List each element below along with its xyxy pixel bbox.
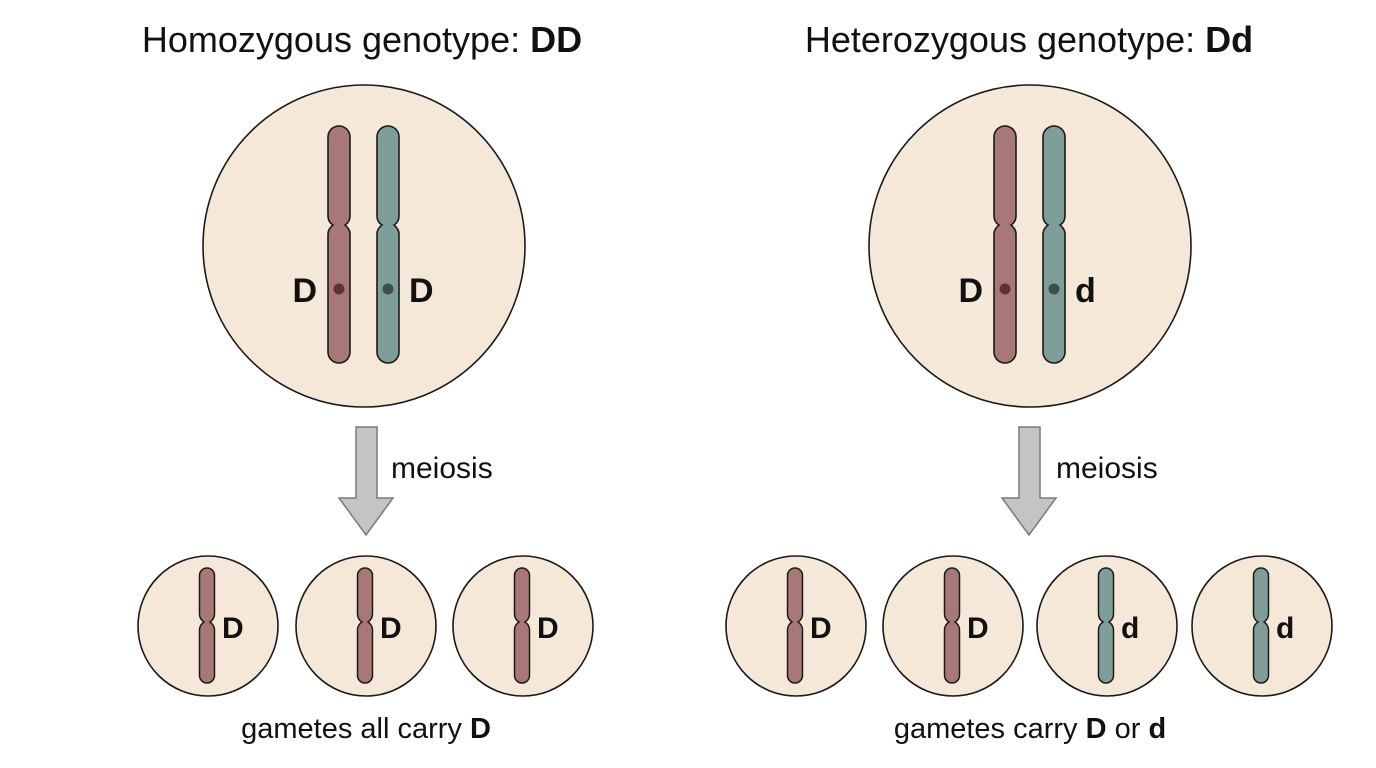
heterozygous-process-label: meiosis	[1056, 452, 1158, 485]
homozygous-parent-cell	[202, 84, 526, 408]
heterozygous-chromosome-right-body	[1042, 125, 1066, 364]
homozygous-title-prefix: Homozygous genotype:	[142, 19, 530, 60]
gamete-chromosome	[513, 567, 531, 684]
heterozygous-meiosis-arrow	[1000, 426, 1058, 537]
homozygous-chromosome-left-body	[327, 125, 351, 364]
heterozygous-caption: gametes carry D or d	[894, 713, 1166, 745]
gamete-allele-label: D	[537, 612, 559, 645]
gamete-chromosome	[1252, 567, 1270, 684]
gamete-chromosome	[198, 567, 216, 684]
heterozygous-chromosome-right	[1042, 125, 1066, 364]
homozygous-chromosome-right	[376, 125, 400, 364]
homozygous-allele-label-right: D	[409, 272, 434, 310]
heterozygous-caption-prefix: gametes carry	[894, 713, 1086, 745]
heterozygous-title-genotype: Dd	[1205, 19, 1253, 60]
homozygous-caption-allele: D	[470, 713, 491, 745]
gamete-cell: D	[137, 555, 279, 697]
gamete-cell: d	[1036, 555, 1178, 697]
gamete-allele-label: d	[1121, 612, 1139, 645]
gamete-allele-label: D	[967, 612, 989, 645]
homozygous-allele-locus-right	[382, 283, 394, 295]
homozygous-chromosome-right-body	[376, 125, 400, 364]
gamete-cell: D	[452, 555, 594, 697]
gamete-chromosome	[786, 567, 804, 684]
homozygous-chromosome-left	[327, 125, 351, 364]
gamete-cell: D	[725, 555, 867, 697]
homozygous-meiosis-arrow	[337, 426, 395, 537]
homozygous-allele-label-left: D	[292, 272, 317, 310]
heterozygous-allele-locus-right	[1048, 283, 1060, 295]
homozygous-title-genotype: DD	[530, 19, 582, 60]
homozygous-process-label: meiosis	[391, 452, 493, 485]
gamete-allele-label: d	[1276, 612, 1294, 645]
gamete-chromosome	[356, 567, 374, 684]
heterozygous-title: Heterozygous genotype: Dd	[805, 19, 1253, 60]
heterozygous-caption-allele-2: d	[1148, 713, 1166, 745]
homozygous-caption-prefix: gametes all carry	[241, 713, 470, 745]
gamete-allele-label: D	[810, 612, 832, 645]
heterozygous-allele-label-left: D	[958, 272, 983, 310]
heterozygous-chromosome-left-body	[993, 125, 1017, 364]
gamete-chromosome	[1097, 567, 1115, 684]
homozygous-caption: gametes all carry D	[241, 713, 491, 745]
heterozygous-chromosome-left	[993, 125, 1017, 364]
heterozygous-caption-joiner: or	[1107, 713, 1149, 745]
heterozygous-caption-allele-1: D	[1086, 713, 1107, 745]
homozygous-title: Homozygous genotype: DD	[142, 19, 582, 60]
homozygous-down-arrow-icon	[337, 426, 395, 537]
gamete-allele-label: D	[222, 612, 244, 645]
gamete-allele-label: D	[380, 612, 402, 645]
gamete-chromosome	[943, 567, 961, 684]
heterozygous-parent-cell	[868, 84, 1192, 408]
homozygous-allele-locus-left	[333, 283, 345, 295]
heterozygous-down-arrow-icon	[1000, 426, 1058, 537]
heterozygous-allele-locus-left	[999, 283, 1011, 295]
gamete-cell: D	[295, 555, 437, 697]
gamete-cell: d	[1191, 555, 1333, 697]
heterozygous-title-prefix: Heterozygous genotype:	[805, 19, 1205, 60]
heterozygous-allele-label-right: d	[1075, 272, 1096, 310]
gamete-cell: D	[882, 555, 1024, 697]
